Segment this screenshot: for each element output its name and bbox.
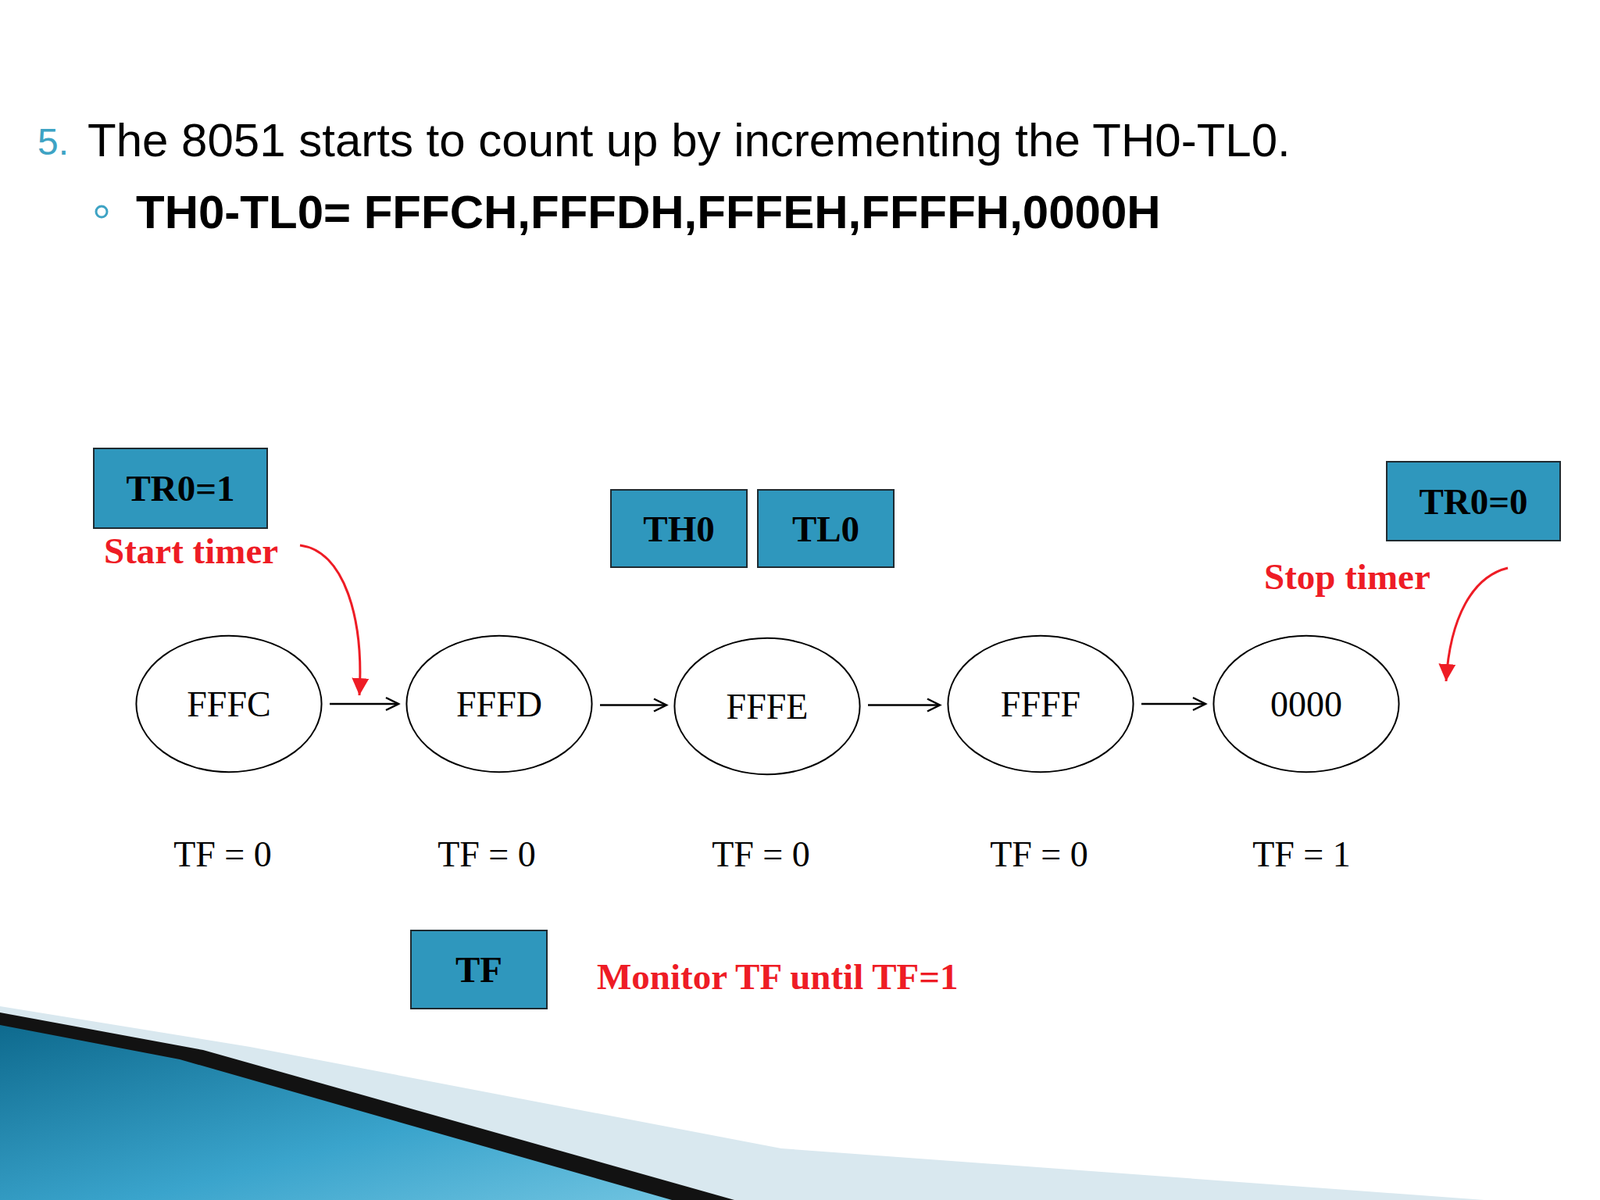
ellipse-shape <box>947 635 1133 772</box>
bullet-number: 5. <box>37 120 69 164</box>
node-text: FFFE <box>726 685 809 728</box>
node-text: FFFD <box>456 683 543 725</box>
node-text: 0000 <box>1270 683 1343 725</box>
count-state: FFFF <box>946 634 1136 774</box>
flow-arrow <box>600 703 667 707</box>
timer-run-box: TR0=0 <box>1385 460 1561 542</box>
flag-value: TF = 0 <box>711 833 811 875</box>
slide-heading: The 8051 starts to count up by increment… <box>87 113 1291 168</box>
node-text-group: FFFE <box>726 685 809 728</box>
stop-timer-leader <box>1446 567 1508 682</box>
node-text: TF <box>455 948 503 991</box>
register-box: TH0 <box>610 489 748 568</box>
ellipse-shape <box>1213 635 1399 772</box>
callout-note: Start timer <box>103 529 279 572</box>
node-text-group: TR0=1 <box>125 467 235 510</box>
flow-arrow <box>329 703 399 706</box>
register-sequence: TH0-TL0= FFFCH,FFFDH,FFFEH,FFFFH,0000H <box>135 185 1161 240</box>
register-box: TL0 <box>757 489 895 568</box>
count-state: FFFD <box>404 634 594 774</box>
node-text: FFFC <box>186 683 271 725</box>
sub-bullet <box>96 206 108 218</box>
swoosh-dark <box>0 1012 735 1200</box>
count-state: FFFC <box>134 634 324 774</box>
count-state: FFFE <box>672 636 862 776</box>
node-text-group: TF <box>455 948 503 991</box>
flag-value: TF = 1 <box>1252 833 1351 875</box>
ellipse-shape <box>674 638 860 775</box>
node-text-group: 0000 <box>1270 683 1343 725</box>
swoosh-light <box>0 1006 1485 1200</box>
node-text-group: FFFC <box>186 683 271 725</box>
flow-arrow <box>867 703 940 707</box>
flow-arrow <box>1141 703 1206 706</box>
node-text-group: FFFD <box>456 683 543 725</box>
node-text: TL0 <box>792 507 860 550</box>
node-text-group: TL0 <box>792 507 860 550</box>
flag-value: TF = 0 <box>989 833 1089 875</box>
swoosh-blue <box>0 1025 672 1200</box>
node-text-group: TH0 <box>642 507 715 550</box>
flag-value: TF = 0 <box>437 833 536 875</box>
node-text-group: FFFF <box>1000 683 1081 725</box>
node-text: TH0 <box>642 507 715 550</box>
timer-run-box: TR0=1 <box>92 447 268 529</box>
flag-box: TF <box>410 929 548 1010</box>
ellipse-shape <box>135 635 322 772</box>
count-state: 0000 <box>1211 634 1401 774</box>
node-text: TR0=1 <box>125 467 235 510</box>
node-text: FFFF <box>1000 683 1081 725</box>
callout-note: Monitor TF until TF=1 <box>596 955 958 998</box>
ellipse-shape <box>406 635 592 772</box>
callout-note: Stop timer <box>1264 555 1431 598</box>
flag-value: TF = 0 <box>173 833 272 875</box>
node-text: TR0=0 <box>1418 480 1528 523</box>
node-text-group: TR0=0 <box>1418 480 1528 523</box>
